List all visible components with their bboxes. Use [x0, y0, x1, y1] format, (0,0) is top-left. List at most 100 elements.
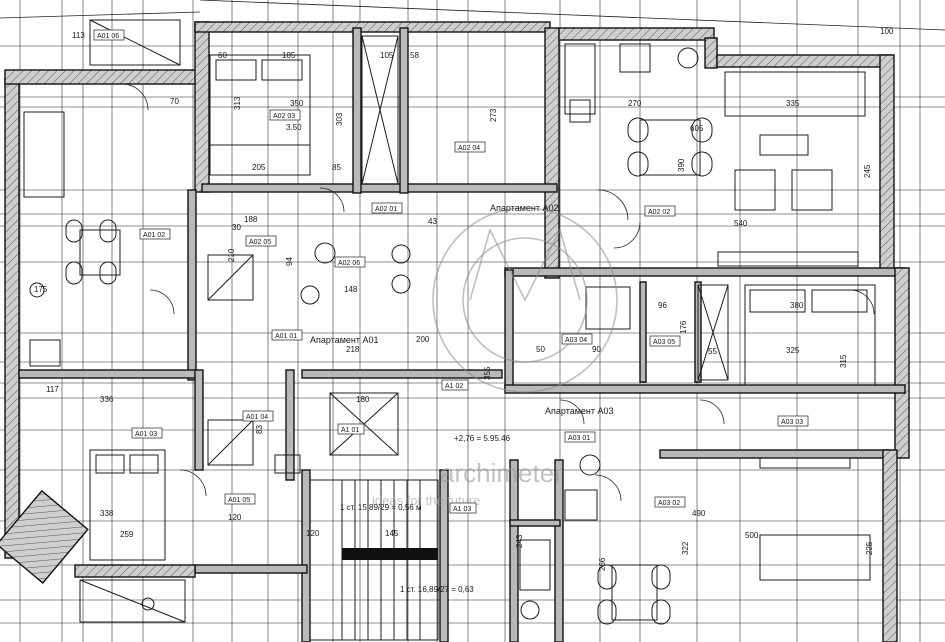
svg-text:355: 355: [483, 366, 492, 380]
svg-text:A02 04: A02 04: [458, 145, 480, 152]
svg-text:245: 245: [863, 164, 872, 178]
apartment-label-a02: Апартамент А02: [490, 203, 559, 213]
svg-text:176: 176: [679, 320, 688, 334]
dimension-labels: 185 350 3.50 313 303 205 85 60 105 58 27…: [34, 27, 894, 571]
svg-text:270: 270: [628, 99, 642, 108]
room-tag: A03 02: [654, 496, 686, 508]
svg-text:100: 100: [880, 27, 894, 36]
door-swings: [121, 83, 875, 502]
room-tag: A03 01: [564, 431, 596, 443]
svg-text:83: 83: [255, 425, 264, 434]
svg-text:322: 322: [681, 541, 690, 555]
apartment-labels: Апартамент А02 Апартамент А01 Апартамент…: [310, 203, 614, 416]
svg-text:70: 70: [170, 97, 179, 106]
annotations: 1 ст. 15,89/29 = 0,56 м 1 ст. 16,89/27 =…: [340, 434, 511, 594]
svg-text:210: 210: [227, 248, 236, 262]
svg-text:120: 120: [306, 529, 320, 538]
svg-text:85: 85: [332, 163, 341, 172]
svg-text:266: 266: [598, 557, 607, 571]
room-tag: A01 02: [139, 228, 171, 240]
room-tags: A01 06 A01 02 A01 01 A01 03 A01 04 A01 0…: [93, 29, 809, 514]
room-tag: A1 03: [449, 502, 477, 514]
svg-text:313: 313: [233, 96, 242, 110]
walls: [0, 21, 910, 642]
svg-text:259: 259: [120, 530, 134, 539]
svg-text:A02 03: A02 03: [273, 113, 295, 120]
svg-text:A02 06: A02 06: [338, 260, 360, 267]
room-tag: A02 05: [245, 235, 277, 247]
svg-text:380: 380: [790, 301, 804, 310]
svg-text:60: 60: [218, 51, 227, 60]
svg-text:315: 315: [839, 354, 848, 368]
svg-text:A1 02: A1 02: [445, 383, 463, 390]
svg-text:117: 117: [46, 385, 59, 394]
svg-text:113: 113: [72, 31, 85, 40]
staircase: [309, 479, 439, 641]
svg-text:A01 05: A01 05: [228, 497, 250, 504]
room-tag: A03 04: [561, 333, 593, 345]
svg-text:A03 03: A03 03: [781, 419, 803, 426]
room-tag: A01 03: [131, 427, 163, 439]
svg-text:A02 02: A02 02: [648, 209, 670, 216]
svg-text:243: 243: [515, 534, 524, 548]
svg-text:3.50: 3.50: [286, 123, 302, 132]
apartment-label-a03: Апартамент А03: [545, 406, 614, 416]
svg-text:A01 04: A01 04: [246, 414, 268, 421]
svg-text:94: 94: [285, 257, 294, 266]
svg-text:605: 605: [690, 124, 704, 133]
svg-text:96: 96: [658, 301, 667, 310]
svg-text:A03 05: A03 05: [653, 339, 675, 346]
svg-text:148: 148: [344, 285, 358, 294]
stair-note-bottom: 1 ст. 16,89/27 = 0,63: [400, 585, 474, 594]
room-tag: A1 02: [441, 379, 469, 391]
svg-text:205: 205: [252, 163, 266, 172]
svg-text:336: 336: [100, 395, 114, 404]
svg-text:490: 490: [692, 509, 706, 518]
stair-note-top: 1 ст. 15,89/29 = 0,56 м: [340, 503, 421, 512]
svg-text:A02 01: A02 01: [375, 206, 397, 213]
room-tag: A03 03: [777, 415, 809, 427]
svg-text:58: 58: [410, 51, 419, 60]
svg-text:105: 105: [380, 51, 394, 60]
room-tag: A01 01: [271, 329, 303, 341]
svg-text:90: 90: [592, 345, 601, 354]
svg-text:200: 200: [416, 335, 430, 344]
svg-text:30: 30: [232, 223, 241, 232]
svg-text:273: 273: [489, 108, 498, 122]
svg-text:225: 225: [865, 541, 874, 555]
svg-text:325: 325: [786, 346, 800, 355]
svg-text:303: 303: [335, 112, 344, 126]
svg-text:A1 03: A1 03: [453, 506, 471, 513]
svg-text:500: 500: [745, 531, 759, 540]
room-tag: A01 05: [224, 493, 256, 505]
svg-text:55: 55: [708, 347, 717, 356]
watermark-brand: archimeter: [440, 458, 563, 488]
svg-text:A01 03: A01 03: [135, 431, 157, 438]
room-tag: A02 06: [334, 256, 366, 268]
room-tag: A02 03: [269, 109, 301, 121]
room-tag: A02 01: [371, 202, 403, 214]
svg-text:A03 02: A03 02: [658, 500, 680, 507]
room-tag: A01 04: [242, 410, 274, 422]
svg-text:A01 02: A01 02: [143, 232, 165, 239]
room-tag: A1 01: [337, 423, 365, 435]
svg-text:A01 01: A01 01: [275, 333, 297, 340]
svg-text:120: 120: [228, 513, 242, 522]
furniture: [23, 43, 876, 625]
svg-text:350: 350: [290, 99, 304, 108]
svg-text:50: 50: [536, 345, 545, 354]
svg-text:A02 05: A02 05: [249, 239, 271, 246]
svg-text:185: 185: [282, 51, 296, 60]
svg-text:188: 188: [244, 215, 258, 224]
svg-text:A03 04: A03 04: [565, 337, 587, 344]
svg-text:180: 180: [356, 395, 370, 404]
svg-text:218: 218: [346, 345, 360, 354]
room-tag: A02 02: [644, 205, 676, 217]
room-tag: A02 04: [454, 141, 486, 153]
svg-text:390: 390: [677, 158, 686, 172]
svg-text:A01 06: A01 06: [97, 33, 119, 40]
room-tag: A01 06: [93, 29, 125, 41]
svg-text:A03 01: A03 01: [568, 435, 590, 442]
